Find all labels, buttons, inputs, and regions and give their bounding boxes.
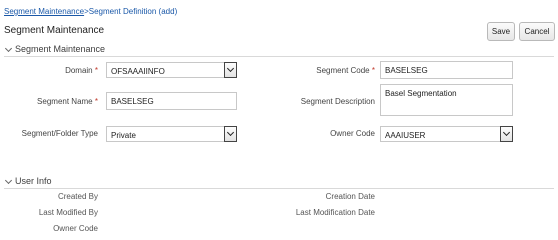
domain-select[interactable]: OFSAAAIINFO xyxy=(106,62,237,78)
section-divider xyxy=(4,188,554,189)
owner-code-info-label: Owner Code xyxy=(53,224,98,233)
dropdown-arrow-icon[interactable] xyxy=(500,126,513,142)
breadcrumb-current: Segment Definition (add) xyxy=(88,7,178,16)
chevron-down-icon xyxy=(4,44,13,52)
segment-description-label: Segment Description xyxy=(300,97,375,106)
page-title: Segment Maintenance xyxy=(4,25,105,36)
owner-code-label: Owner Code xyxy=(330,129,375,138)
cancel-button[interactable]: Cancel xyxy=(519,22,555,41)
last-modification-date-label: Last Modification Date xyxy=(295,208,375,217)
breadcrumb-separator: > xyxy=(84,7,89,16)
folder-type-label: Segment/Folder Type xyxy=(21,129,98,138)
folder-type-select[interactable]: Private xyxy=(106,126,237,142)
section-header-segment-maintenance[interactable]: Segment Maintenance xyxy=(4,44,106,54)
required-marker: * xyxy=(371,66,375,75)
chevron-down-icon xyxy=(4,176,13,184)
owner-code-value: AAAIUSER xyxy=(385,131,426,140)
last-modified-by-label: Last Modified By xyxy=(38,208,98,217)
folder-type-value: Private xyxy=(111,131,136,140)
segment-code-input[interactable]: BASELSEG xyxy=(380,61,513,79)
breadcrumb: Segment Maintenance>Segment Definition (… xyxy=(4,7,177,16)
domain-label: Domain * xyxy=(20,66,98,75)
domain-label-text: Domain xyxy=(65,66,93,75)
required-marker: * xyxy=(94,97,98,106)
dropdown-arrow-icon[interactable] xyxy=(224,126,237,142)
section-header-user-info[interactable]: User Info xyxy=(4,176,52,186)
segment-name-label-text: Segment Name xyxy=(37,97,93,106)
creation-date-label: Creation Date xyxy=(325,192,375,201)
section-title: User Info xyxy=(15,176,52,186)
domain-value: OFSAAAIINFO xyxy=(111,67,165,76)
segment-code-label: Segment Code * xyxy=(290,66,375,75)
segment-code-label-text: Segment Code xyxy=(316,66,370,75)
segment-description-textarea[interactable]: Basel Segmentation xyxy=(380,84,513,116)
dropdown-arrow-icon[interactable] xyxy=(224,62,237,78)
save-button[interactable]: Save xyxy=(487,22,515,41)
section-divider xyxy=(4,56,554,57)
segment-name-input[interactable]: BASELSEG xyxy=(106,92,237,110)
breadcrumb-link-segment-maintenance[interactable]: Segment Maintenance xyxy=(4,7,85,16)
required-marker: * xyxy=(94,66,98,75)
section-title: Segment Maintenance xyxy=(15,44,106,54)
segment-name-label: Segment Name * xyxy=(20,97,98,106)
created-by-label: Created By xyxy=(57,192,98,201)
owner-code-select[interactable]: AAAIUSER xyxy=(380,126,513,142)
